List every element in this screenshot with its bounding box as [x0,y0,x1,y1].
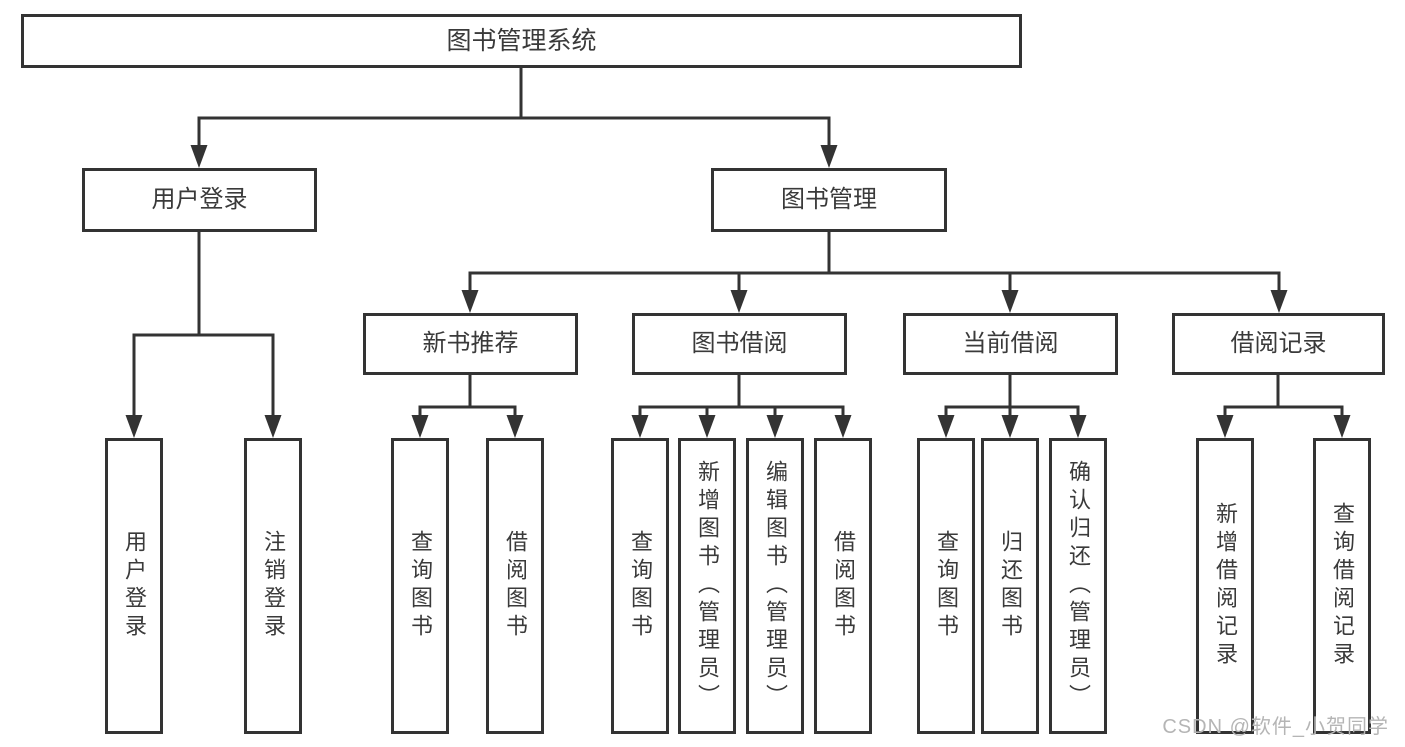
leaf-return-books: 归还图书 [981,438,1039,734]
leaf-label: 查询借阅记录 [1330,502,1355,670]
leaf-query-books-current: 查询图书 [917,438,975,734]
leaf-label: 编辑图书（管理员） [763,460,788,712]
csdn-watermark: CSDN @软件_小贺同学 [1162,716,1389,738]
node-label: 当前借阅 [962,330,1059,357]
leaf-label: 借阅图书 [831,530,856,642]
node-label: 图书管理系统 [446,26,597,55]
leaf-label: 借阅图书 [503,530,528,642]
leaf-query-books-borrowing: 查询图书 [611,438,669,734]
leaf-query-books-recommend: 查询图书 [391,438,449,734]
node-library-management-system: 图书管理系统 [21,14,1022,68]
leaf-label: 确认归还（管理员） [1066,460,1091,712]
leaf-confirm-return-admin: 确认归还（管理员） [1049,438,1107,734]
leaf-label: 归还图书 [998,530,1023,642]
leaf-label: 查询图书 [408,530,433,642]
node-new-book-recommend: 新书推荐 [363,313,578,375]
leaf-label: 注销登录 [261,530,286,642]
leaf-user-login: 用户登录 [105,438,163,734]
node-user-login: 用户登录 [82,168,317,232]
leaf-borrow-books-recommend: 借阅图书 [486,438,544,734]
leaf-label: 查询图书 [934,530,959,642]
leaf-label: 新增借阅记录 [1213,502,1238,670]
node-borrowing-records: 借阅记录 [1172,313,1385,375]
leaf-add-books-admin: 新增图书（管理员） [678,438,736,734]
leaf-label: 查询图书 [628,530,653,642]
node-book-management: 图书管理 [711,168,947,232]
leaf-logout: 注销登录 [244,438,302,734]
node-label: 图书管理 [781,186,877,213]
leaf-borrow-books: 借阅图书 [814,438,872,734]
leaf-query-borrow-record: 查询借阅记录 [1313,438,1371,734]
node-book-borrowing: 图书借阅 [632,313,847,375]
node-label: 用户登录 [151,186,248,213]
leaf-edit-books-admin: 编辑图书（管理员） [746,438,804,734]
leaf-label: 新增图书（管理员） [695,460,720,712]
node-label: 借阅记录 [1230,330,1327,357]
leaf-add-borrow-record: 新增借阅记录 [1196,438,1254,734]
node-label: 新书推荐 [422,330,519,357]
leaf-label: 用户登录 [122,530,147,642]
node-label: 图书借阅 [691,330,788,357]
node-current-borrowing: 当前借阅 [903,313,1118,375]
